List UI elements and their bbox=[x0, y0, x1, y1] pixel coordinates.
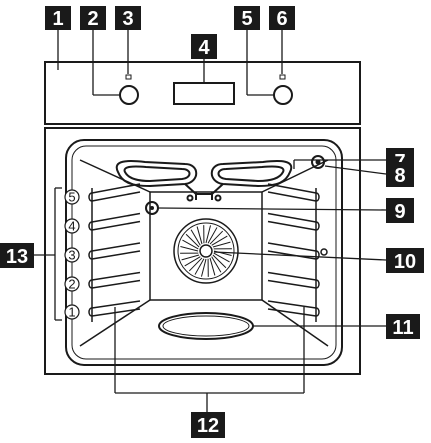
callout-3: 3 bbox=[115, 6, 141, 30]
shelf-rail-left bbox=[91, 212, 141, 231]
fan-blade bbox=[188, 257, 203, 272]
fan-blade bbox=[209, 230, 224, 245]
callout-leader-lines bbox=[28, 27, 387, 412]
callout-10: 10 bbox=[386, 248, 424, 273]
fan-blade bbox=[211, 235, 228, 246]
temperature-sensor bbox=[145, 201, 159, 215]
callout-4: 4 bbox=[191, 34, 217, 59]
callout-10-label: 10 bbox=[394, 251, 416, 273]
shelf-level-2-marker bbox=[64, 276, 80, 292]
shelf-rail-right-end bbox=[315, 192, 320, 202]
grill-heating-element bbox=[115, 160, 293, 202]
shelf-rail-right bbox=[267, 212, 317, 231]
callout-4-label: 4 bbox=[198, 37, 210, 59]
shelf-rail-left-end bbox=[88, 250, 93, 260]
shelf-level-1-label: 1 bbox=[68, 305, 75, 320]
fan-blade bbox=[182, 239, 199, 250]
shelf-rail-right-end bbox=[315, 307, 320, 317]
shelf-rail-left bbox=[91, 300, 141, 317]
callout-9: 9 bbox=[386, 198, 414, 223]
fan-blade bbox=[205, 225, 211, 244]
shelf-rail-left-end bbox=[88, 192, 93, 202]
fan bbox=[173, 218, 239, 284]
callout-12-label: 12 bbox=[197, 415, 219, 437]
fan-blade bbox=[207, 227, 218, 244]
shelf-rail-right bbox=[267, 271, 317, 289]
fan-blade bbox=[212, 254, 227, 269]
shelf-supports-left bbox=[88, 183, 141, 322]
cavity-back-wall bbox=[149, 191, 263, 301]
shelf-rail-left bbox=[91, 242, 141, 260]
shelf-level-2-label: 2 bbox=[68, 277, 75, 292]
shelf-level-5-marker bbox=[64, 189, 80, 205]
shelf-rail-left-end bbox=[88, 279, 93, 289]
fan-blade bbox=[184, 256, 201, 267]
callout-13-label: 13 bbox=[6, 246, 28, 268]
knob-right bbox=[273, 85, 293, 105]
callout-12: 12 bbox=[191, 412, 225, 438]
shelf-rail-right bbox=[267, 300, 317, 317]
callout-6: 6 bbox=[269, 6, 295, 30]
shelf-rail-right-end bbox=[315, 279, 320, 289]
fan-blade bbox=[213, 252, 230, 263]
fan-blade bbox=[212, 241, 231, 248]
shelf-level-5-label: 5 bbox=[68, 190, 75, 205]
indicator-light-left bbox=[125, 74, 132, 80]
callout-boxes: 1 2 3 4 5 6 7 8 bbox=[0, 6, 424, 438]
callout-5-label: 5 bbox=[241, 8, 252, 30]
callout-1-label: 1 bbox=[52, 8, 63, 30]
fan-blade bbox=[194, 258, 205, 275]
fan-blade bbox=[209, 257, 216, 276]
callout-2: 2 bbox=[80, 6, 106, 30]
callout-11-label: 11 bbox=[392, 317, 413, 339]
fan-blade bbox=[185, 233, 200, 248]
indicator-light-right bbox=[279, 74, 286, 80]
shelf-rail-left bbox=[91, 271, 141, 289]
knob-left bbox=[119, 85, 139, 105]
callout-1: 1 bbox=[45, 6, 71, 30]
callout-6-label: 6 bbox=[276, 8, 287, 30]
callout-11: 11 bbox=[386, 314, 420, 339]
display-panel bbox=[173, 82, 235, 105]
oven-lamp bbox=[311, 155, 325, 169]
shelf-level-4-marker bbox=[64, 218, 80, 234]
bottom-heating-element-cover bbox=[158, 312, 254, 340]
shelf-rail-left-end bbox=[88, 221, 93, 231]
callout-9-label: 9 bbox=[394, 201, 405, 223]
shelf-level-markers: 5 4 3 2 1 bbox=[64, 189, 80, 320]
control-panel bbox=[44, 61, 361, 125]
shelf-rail-right bbox=[267, 183, 317, 202]
callout-8-box: 8 bbox=[386, 162, 414, 187]
fan-blade bbox=[196, 226, 203, 245]
shelf-level-4-label: 4 bbox=[68, 219, 75, 234]
shelf-rail-left bbox=[91, 183, 141, 202]
support-clip-icon bbox=[320, 248, 328, 256]
callout-13: 13 bbox=[0, 243, 34, 268]
shelf-level-3-marker bbox=[64, 247, 80, 263]
callout-8-label: 8 bbox=[394, 165, 405, 187]
callout-3-label: 3 bbox=[122, 8, 133, 30]
shelf-supports-right bbox=[267, 183, 328, 322]
callout-2-label: 2 bbox=[87, 8, 98, 30]
shelf-level-3-label: 3 bbox=[68, 248, 75, 263]
fan-blade bbox=[181, 254, 200, 261]
callout-5: 5 bbox=[234, 6, 260, 30]
fan-blade bbox=[201, 258, 207, 277]
shelf-level-1-marker bbox=[64, 304, 80, 320]
shelf-rail-right-end bbox=[315, 250, 320, 260]
shelf-rail-right-end bbox=[315, 221, 320, 231]
fan-blade bbox=[190, 229, 201, 246]
shelf-rail-left-end bbox=[88, 307, 93, 317]
fan-blade bbox=[180, 246, 199, 252]
oven-frame bbox=[44, 127, 361, 375]
fan-blade bbox=[211, 256, 222, 273]
